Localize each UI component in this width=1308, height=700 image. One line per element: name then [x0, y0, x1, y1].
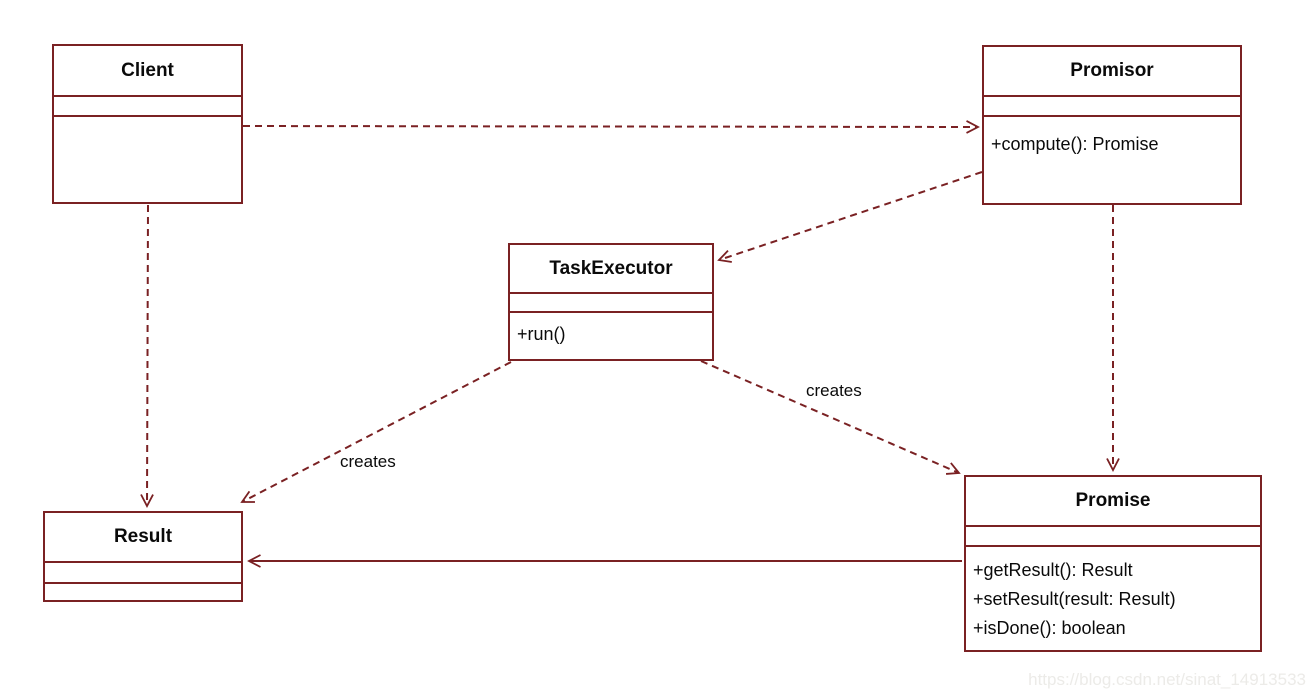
method-getresult: +getResult(): Result — [973, 560, 1133, 580]
method-isdone: +isDone(): boolean — [973, 618, 1126, 638]
edge-label-creates-right: creates — [806, 381, 862, 400]
method-compute: +compute(): Promise — [991, 134, 1159, 154]
attributes-compartment-promisor — [984, 95, 1240, 115]
methods-compartment-promise: +getResult(): Result +setResult(result: … — [966, 545, 1260, 650]
methods-compartment-result — [45, 582, 241, 600]
class-box-taskexecutor: TaskExecutor +run() — [508, 243, 714, 361]
watermark-text: https://blog.csdn.net/sinat_14913533 — [1028, 670, 1306, 689]
edge-client-result — [140, 204, 154, 508]
method-run: +run() — [517, 324, 566, 344]
method-setresult: +setResult(result: Result) — [973, 589, 1176, 609]
class-box-promise: Promise +getResult(): Result +setResult(… — [964, 475, 1262, 652]
attributes-compartment-promise — [966, 525, 1260, 545]
class-name-taskexecutor: TaskExecutor — [549, 257, 673, 279]
edge-taskexecutor-result — [240, 361, 512, 503]
attributes-compartment-taskexecutor — [510, 292, 712, 311]
class-box-result: Result — [43, 511, 243, 602]
methods-compartment-client — [54, 115, 241, 202]
edge-promisor-taskexecutor — [717, 171, 983, 263]
class-name-promise: Promise — [1075, 490, 1151, 511]
edge-label-creates-left: creates — [340, 452, 396, 471]
edge-client-promisor — [242, 120, 980, 134]
methods-compartment-taskexecutor: +run() — [510, 311, 712, 359]
class-name-result: Result — [113, 526, 173, 547]
class-name-client: Client — [121, 59, 174, 81]
attributes-compartment-result — [45, 561, 241, 582]
class-name-promisor: Promisor — [1070, 60, 1154, 81]
attributes-compartment-client — [54, 95, 241, 115]
edge-taskexecutor-promise — [700, 360, 961, 475]
methods-compartment-promisor: +compute(): Promise — [984, 115, 1240, 203]
class-box-client: Client — [52, 44, 243, 204]
class-box-promisor: Promisor +compute(): Promise — [982, 45, 1242, 205]
